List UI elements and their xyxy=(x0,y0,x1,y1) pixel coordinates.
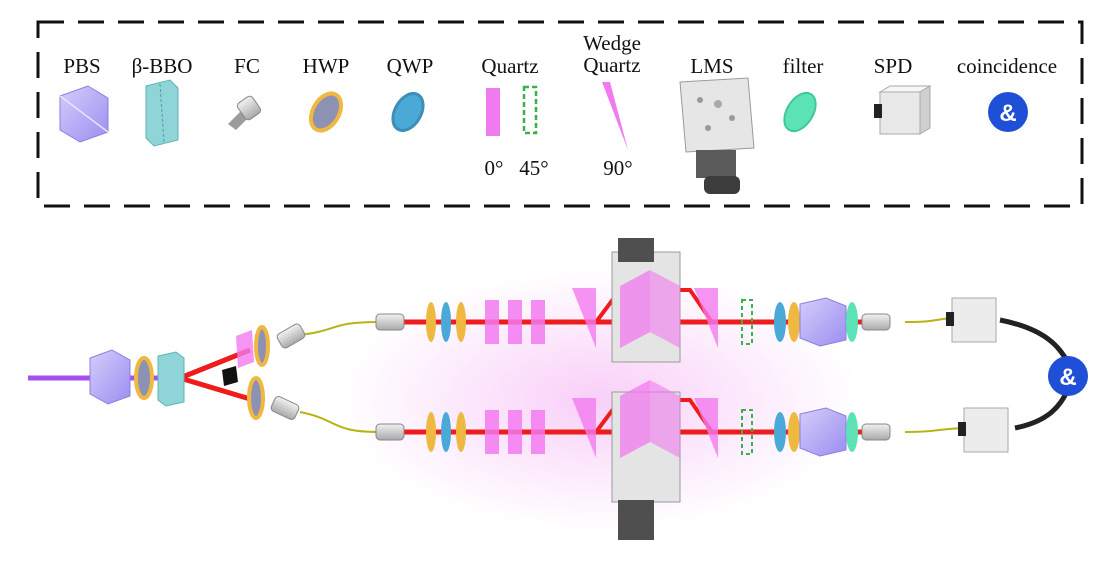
quartz-icon xyxy=(486,85,538,136)
setup-fc-arm-upper xyxy=(276,323,306,349)
setup-qwp-lower-1 xyxy=(441,412,451,452)
fiber-lower-right xyxy=(904,427,963,433)
pink-glow-background xyxy=(340,270,860,530)
spd-detector-icon xyxy=(874,85,932,135)
setup-hwp-lower-3 xyxy=(788,412,800,452)
bbo-crystal-icon xyxy=(145,79,179,147)
pbs-icon xyxy=(59,85,109,143)
cable-to-coincidence-top xyxy=(999,317,1071,364)
setup-coincidence-symbol: & xyxy=(1059,364,1076,391)
legend-label-qwp: QWP xyxy=(387,54,434,78)
setup-hwp-source xyxy=(134,356,154,400)
setup-hwp-upper-1 xyxy=(426,302,436,342)
setup-filter-upper xyxy=(846,302,858,342)
setup-fc-lower-in xyxy=(375,423,405,441)
setup-fc-lower-out xyxy=(861,423,891,441)
setup-spd-upper xyxy=(946,297,997,343)
coincidence-icon: & xyxy=(988,92,1028,132)
setup-quartz-upper-2 xyxy=(508,300,522,344)
setup-qwp-upper-2 xyxy=(774,302,786,342)
setup-quartz-upper-3 xyxy=(531,300,545,344)
qwp-icon xyxy=(391,92,425,132)
fiber-coupler-icon xyxy=(228,95,262,130)
legend-box: PBS β-BBO FC HWP QWP Quartz Wedge Quartz… xyxy=(36,20,1084,208)
cable-to-coincidence-bottom xyxy=(1014,388,1071,431)
setup-qwp-lower-2 xyxy=(774,412,786,452)
legend-border xyxy=(36,20,1084,208)
legend-label-hwp: HWP xyxy=(303,54,350,78)
legend-label-filter: filter xyxy=(783,54,824,78)
fiber-lower-left xyxy=(299,411,381,433)
setup-lms-upper xyxy=(611,238,681,363)
setup-quartz-upper-1 xyxy=(485,300,499,344)
setup-wedge-upper-1 xyxy=(572,288,596,348)
setup-fc-arm-lower xyxy=(270,396,300,420)
fiber-upper-left xyxy=(299,321,381,336)
setup-hwp-upper-2 xyxy=(456,302,466,342)
setup-dashed-quartz-lower xyxy=(741,409,753,455)
legend-label-bbo: β-BBO xyxy=(132,54,193,78)
fiber-upper-right xyxy=(904,317,953,323)
setup-hwp-arm-upper xyxy=(254,325,270,367)
setup-pbs-source xyxy=(89,349,131,405)
legend-label-lms: LMS xyxy=(690,54,733,78)
wedge-quartz-icon xyxy=(602,82,628,150)
beam-split-lower xyxy=(179,375,261,405)
legend-label-coincidence: coincidence xyxy=(957,54,1057,78)
setup-filter-lower xyxy=(846,412,858,452)
setup-bbo-source xyxy=(157,351,185,407)
setup-hwp-upper-3 xyxy=(788,302,800,342)
hwp-icon xyxy=(308,91,344,133)
setup-pbs-lower xyxy=(799,407,847,457)
legend-label-wedge-line2: Quartz xyxy=(583,53,640,77)
beam-dump xyxy=(222,366,238,386)
setup-coincidence-unit: & xyxy=(1048,356,1088,396)
setup-spd-lower xyxy=(958,407,1009,453)
quartz-45-dashed-icon xyxy=(522,85,538,135)
setup-lms-lower xyxy=(611,380,681,540)
quartz-angle-0: 0° xyxy=(485,156,504,180)
setup-quartz-lower-2 xyxy=(508,410,522,454)
setup-wedge-lower-1 xyxy=(572,398,596,458)
setup-quartz-lower-1 xyxy=(485,410,499,454)
setup-fc-upper-in xyxy=(375,313,405,331)
optical-setup: & xyxy=(28,238,1088,540)
wedge-angle-90: 90° xyxy=(603,156,632,180)
lms-stage-icon xyxy=(679,77,755,194)
setup-wedge-lower-2 xyxy=(694,398,718,458)
setup-wedge-upper-2 xyxy=(694,288,718,348)
filter-icon xyxy=(783,91,817,133)
legend-label-wedge-line1: Wedge xyxy=(583,31,641,55)
setup-hwp-lower-1 xyxy=(426,412,436,452)
legend-label-fc: FC xyxy=(234,54,260,78)
setup-hwp-lower-2 xyxy=(456,412,466,452)
setup-qwp-upper-1 xyxy=(441,302,451,342)
quartz-angle-45: 45° xyxy=(519,156,548,180)
setup-fc-upper-out xyxy=(861,313,891,331)
setup-compensator-upper xyxy=(236,330,254,368)
legend-label-spd: SPD xyxy=(874,54,913,78)
coincidence-icon-symbol: & xyxy=(999,100,1016,127)
setup-hwp-arm-lower xyxy=(247,376,265,420)
setup-dashed-quartz-upper xyxy=(741,299,753,345)
legend-label-quartz: Quartz xyxy=(481,54,538,78)
setup-quartz-lower-3 xyxy=(531,410,545,454)
setup-pbs-upper xyxy=(799,297,847,347)
legend-label-pbs: PBS xyxy=(63,54,100,78)
